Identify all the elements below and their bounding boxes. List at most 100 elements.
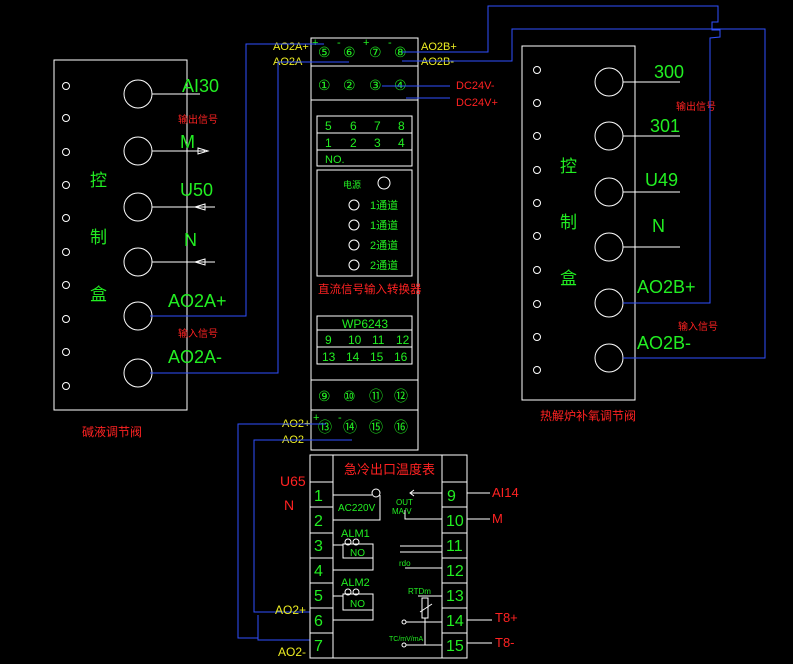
temperature-controller: 1 2 3 4 5 6 7 9 10 11 12 13 14 15 急冷出口温度… bbox=[275, 454, 519, 659]
converter-model: WP6243 bbox=[342, 317, 388, 331]
left-label-ao2a-minus: AO2A- bbox=[168, 347, 222, 367]
converter-bottom-circles-a: ⑨ ⑩ ⑪ ⑫ bbox=[318, 388, 408, 404]
converter-minus-top: - bbox=[337, 37, 341, 49]
left-label-m: M bbox=[180, 132, 195, 152]
svg-text:4: 4 bbox=[314, 563, 323, 580]
svg-text:10: 10 bbox=[446, 513, 464, 530]
converter-mid-circles: ① ② ③ ④ bbox=[318, 77, 407, 93]
svg-text:⑪: ⑪ bbox=[369, 388, 383, 404]
converter-plus-top: + bbox=[312, 37, 318, 49]
svg-text:9: 9 bbox=[325, 333, 332, 347]
converter-ch1b: 1通道 bbox=[370, 218, 398, 232]
svg-text:4: 4 bbox=[398, 136, 405, 150]
controller-out: OUT bbox=[396, 498, 413, 507]
left-box-char-1: 控 bbox=[90, 171, 107, 190]
converter-minus-top-2: - bbox=[388, 37, 392, 49]
left-label-u50: U50 bbox=[180, 180, 213, 200]
right-label-n: N bbox=[652, 216, 665, 236]
right-control-box: 控 制 盒 300 输出信号 301 U49 N AO2B+ 输入信号 AO2B… bbox=[521, 45, 718, 423]
svg-text:14: 14 bbox=[446, 613, 464, 630]
converter-power-label: 电源 bbox=[343, 179, 361, 190]
right-label-u49: U49 bbox=[645, 170, 678, 190]
controller-ao2-plus: AO2+ bbox=[275, 603, 306, 617]
converter-plus-top-2: + bbox=[363, 37, 369, 49]
svg-text:⑥: ⑥ bbox=[343, 44, 356, 60]
svg-text:②: ② bbox=[343, 77, 356, 93]
converter-ch2b: 2通道 bbox=[370, 258, 398, 272]
left-control-box: 控 制 盒 AI30 输出信号 M U50 N AO2A+ 输入信号 AO2A-… bbox=[53, 59, 227, 439]
controller-t8-minus: T8- bbox=[495, 635, 515, 650]
converter-top-circles: ⑤ ⑥ ⑦ ⑧ bbox=[318, 44, 407, 60]
right-box-char-2: 制 bbox=[560, 213, 577, 232]
svg-text:5: 5 bbox=[314, 588, 323, 605]
converter-dc-minus: DC24V- bbox=[456, 80, 495, 92]
converter-dc-plus: DC24V+ bbox=[456, 97, 498, 109]
left-box-dots bbox=[62, 82, 70, 390]
controller-left-numbers: 1 2 3 4 5 6 7 bbox=[314, 488, 323, 655]
svg-text:⑯: ⑯ bbox=[394, 419, 408, 435]
controller-t8-plus: T8+ bbox=[495, 610, 518, 625]
converter-top-right-a: AO2B+ bbox=[421, 41, 457, 53]
controller-ai14: AI14 bbox=[492, 485, 519, 500]
svg-text:③: ③ bbox=[369, 77, 382, 93]
controller-no1: NO bbox=[350, 548, 365, 559]
right-box-dots bbox=[533, 66, 541, 374]
left-label-n: N bbox=[184, 230, 197, 250]
controller-title: 急冷出口温度表 bbox=[344, 462, 435, 477]
left-output-note: 输出信号 bbox=[178, 113, 218, 126]
controller-alm2: ALM2 bbox=[341, 577, 370, 589]
svg-text:11: 11 bbox=[372, 333, 385, 347]
converter-no-label: NO. bbox=[325, 154, 345, 166]
svg-text:2: 2 bbox=[350, 136, 357, 150]
converter-bottom-circles-b: ⑬ ⑭ ⑮ ⑯ bbox=[318, 419, 408, 435]
right-label-ao2b-plus: AO2B+ bbox=[637, 277, 696, 297]
converter-minus-bottom: - bbox=[338, 412, 342, 424]
controller-left-cells bbox=[310, 481, 333, 634]
controller-n: N bbox=[284, 497, 294, 513]
svg-text:15: 15 bbox=[446, 638, 464, 655]
svg-text:13: 13 bbox=[322, 350, 336, 364]
converter-face-nums-bot1: 9 10 11 12 bbox=[325, 333, 410, 347]
right-label-ao2b-minus: AO2B- bbox=[637, 333, 691, 353]
right-box-char-1: 控 bbox=[560, 157, 577, 176]
svg-text:⑧: ⑧ bbox=[394, 44, 407, 60]
controller-right-numbers: 9 10 11 12 13 14 15 bbox=[446, 488, 464, 655]
svg-text:⑨: ⑨ bbox=[318, 388, 331, 404]
converter-face-nums-top: 5 6 7 8 bbox=[325, 119, 405, 133]
controller-alm1: ALM1 bbox=[341, 528, 370, 540]
controller-rdo: rdo bbox=[399, 559, 411, 568]
left-box-terminals bbox=[123, 79, 153, 388]
svg-text:11: 11 bbox=[446, 538, 463, 555]
svg-text:⑤: ⑤ bbox=[318, 44, 331, 60]
controller-ac220: AC220V bbox=[338, 503, 376, 514]
left-box-caption: 碱液调节阀 bbox=[82, 424, 142, 439]
converter-title: 直流信号输入转换器 bbox=[318, 282, 422, 296]
controller-mav: MA/V bbox=[392, 507, 412, 516]
right-label-300: 300 bbox=[654, 62, 684, 82]
svg-text:⑬: ⑬ bbox=[318, 419, 332, 435]
controller-ao2-minus: AO2- bbox=[278, 645, 306, 659]
svg-text:1: 1 bbox=[314, 488, 323, 505]
converter-face-nums-mid: 1 2 3 4 bbox=[325, 136, 405, 150]
right-label-301: 301 bbox=[650, 116, 680, 136]
svg-text:12: 12 bbox=[446, 563, 464, 580]
svg-text:5: 5 bbox=[325, 119, 332, 133]
svg-text:14: 14 bbox=[346, 350, 360, 364]
svg-text:3: 3 bbox=[314, 538, 323, 555]
svg-text:⑫: ⑫ bbox=[394, 388, 408, 404]
svg-text:13: 13 bbox=[446, 588, 464, 605]
right-output-note: 输出信号 bbox=[676, 100, 716, 113]
left-input-note: 输入信号 bbox=[178, 327, 218, 340]
right-box-terminals bbox=[594, 67, 624, 373]
svg-text:12: 12 bbox=[396, 333, 410, 347]
svg-text:3: 3 bbox=[374, 136, 381, 150]
controller-m: M bbox=[492, 511, 503, 526]
svg-text:6: 6 bbox=[314, 613, 323, 630]
right-box-char-3: 盒 bbox=[560, 269, 577, 288]
converter-top-left-a: AO2A+ bbox=[273, 41, 309, 53]
svg-text:9: 9 bbox=[447, 488, 456, 505]
svg-text:15: 15 bbox=[370, 350, 384, 364]
signal-converter: ⑤ ⑥ ⑦ ⑧ + - + - ① ② ③ ④ 5 6 7 8 1 2 3 4 bbox=[273, 37, 498, 451]
svg-text:7: 7 bbox=[314, 638, 323, 655]
svg-text:⑭: ⑭ bbox=[343, 419, 357, 435]
